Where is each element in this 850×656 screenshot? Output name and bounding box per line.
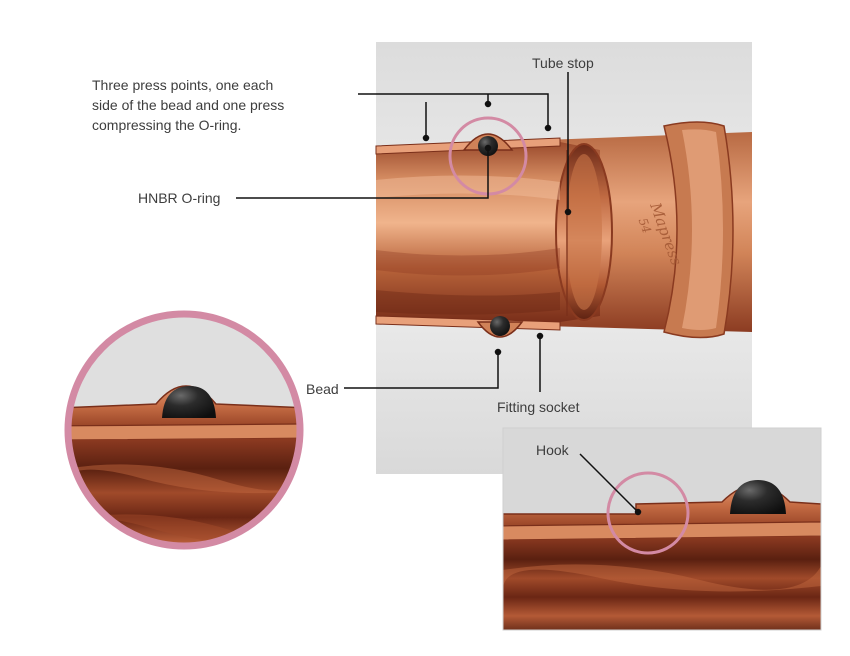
o-ring-leader — [236, 148, 489, 199]
press-points-label-line3: compressing the O-ring. — [92, 117, 242, 133]
hook-inset-photo — [502, 427, 822, 631]
tube-stop-label: Tube stop — [532, 55, 594, 71]
leader-lines — [236, 72, 642, 516]
bead-zoom-circle — [64, 310, 304, 550]
o-ring-label: HNBR O-ring — [138, 190, 221, 206]
bead-label: Bead — [306, 381, 339, 397]
hook-leader — [579, 453, 639, 513]
fitting-socket-label: Fitting socket — [497, 399, 580, 415]
bead-leader — [344, 352, 499, 389]
hook-label: Hook — [536, 442, 569, 458]
press-points-label-line2: side of the bead and one press — [92, 97, 285, 113]
hook-highlight-ring — [606, 471, 690, 555]
main-cutaway-photo: Mapress 54 — [375, 42, 752, 474]
press-points-leader — [358, 93, 549, 128]
press-points-label-line1: Three press points, one each — [92, 77, 274, 93]
fitting-marking-line2: 54 — [636, 216, 654, 235]
